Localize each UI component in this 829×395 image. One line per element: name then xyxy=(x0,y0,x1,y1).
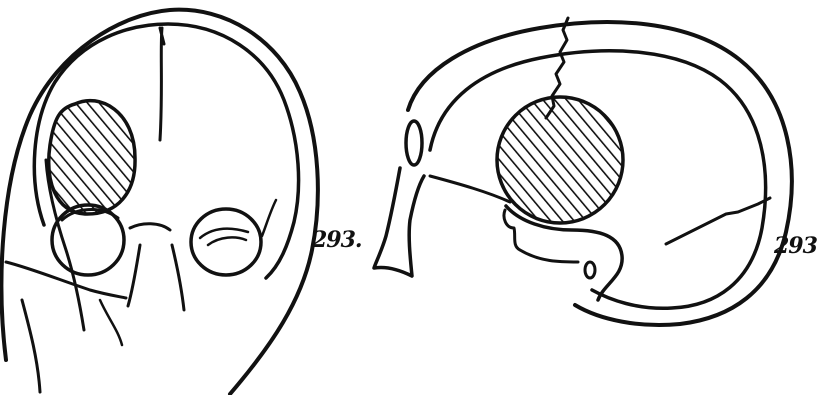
orbital-roof xyxy=(430,176,510,202)
nasal-bone xyxy=(374,168,424,276)
jaw-line-left xyxy=(22,300,40,392)
hatched-lesion xyxy=(497,97,623,223)
frontal-sinus xyxy=(406,121,422,165)
lambdoid-suture xyxy=(666,198,770,244)
hatched-lesion xyxy=(49,101,135,214)
right-orbit xyxy=(191,209,261,275)
nasal-region xyxy=(128,224,184,310)
figure-number-label: 293 xyxy=(774,233,817,259)
skull-outer-contour xyxy=(1,10,317,394)
figure-number-label: 293. xyxy=(312,227,362,253)
frontal-skull-view xyxy=(1,10,317,394)
lateral-skull-view xyxy=(374,18,792,325)
ear-canal xyxy=(585,262,595,278)
midline-falx xyxy=(160,28,164,140)
